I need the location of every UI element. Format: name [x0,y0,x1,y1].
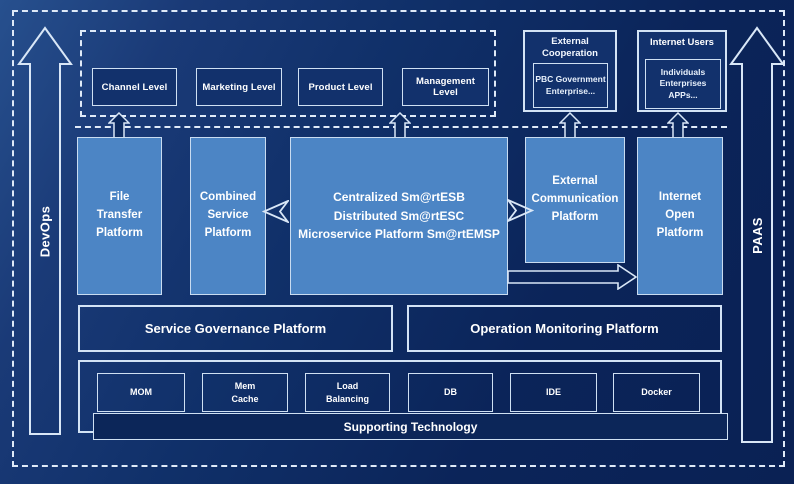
up-arrow-icon [559,112,581,139]
tech-box-mom: MOM [97,373,185,412]
devops-label: DevOps [37,205,53,257]
external-cooperation-box: External Cooperation PBC Government Ente… [523,30,617,112]
up-arrow-outline-icon [729,26,785,443]
external-communication-platform-label: External Communication Platform [531,175,619,223]
tech-box-mom-label: MOM [130,387,152,398]
file-transfer-platform-box: File Transfer Platform [77,137,162,295]
tech-box-load-balancing-label: Load Balancing [325,381,369,404]
tech-box-load-balancing: Load Balancing [305,373,390,412]
chevron-left-icon [262,200,289,223]
internet-users-members-box: Individuals Enterprises APPs... [645,59,721,109]
operation-monitoring-platform-box: Operation Monitoring Platform [407,305,722,352]
internet-users-box: Internet Users Individuals Enterprises A… [637,30,727,112]
paas-arrow: PAAS [729,26,785,444]
flow-arrow-right-icon [507,264,638,290]
file-transfer-platform-label: File Transfer Platform [96,191,143,239]
channel-level-label: Channel Level [101,81,168,93]
paas-label: PAAS [749,216,765,254]
devops-arrow: DevOps [17,26,73,436]
external-cooperation-title: External Cooperation [542,36,598,59]
tech-box-docker: Docker [613,373,700,412]
marketing-level-box: Marketing Level [196,68,282,106]
combined-service-platform-box: Combined Service Platform [190,137,266,295]
up-arrow-icon [108,112,130,139]
outer-dashed-border [12,10,785,467]
tech-box-db: DB [408,373,493,412]
central-esb-platform-label: Centralized Sm@rtESB Distributed Sm@rtES… [298,190,500,242]
internet-users-members: Individuals Enterprises APPs... [659,67,707,100]
internet-open-platform-label: Internet Open Platform [656,191,704,239]
chevron-right-icon [507,199,534,222]
central-esb-platform-box: Centralized Sm@rtESB Distributed Sm@rtES… [290,137,508,295]
up-arrow-outline-icon [17,26,73,435]
tech-box-mem-cache: Mem Cache [202,373,288,412]
internet-users-title: Internet Users [650,37,714,48]
channel-level-box: Channel Level [92,68,177,106]
up-arrow-icon [389,112,411,139]
management-level-label: Management Level [415,76,476,98]
tech-box-ide: IDE [510,373,597,412]
operation-monitoring-platform-label: Operation Monitoring Platform [470,321,659,336]
tech-box-docker-label: Docker [641,387,672,398]
supporting-technology-bar: Supporting Technology [93,413,728,440]
tech-box-db-label: DB [444,387,457,398]
up-arrow-icon [667,112,689,139]
external-cooperation-members: PBC Government Enterprise... [535,74,606,96]
tech-box-mem-cache-label: Mem Cache [231,381,259,404]
service-governance-platform-label: Service Governance Platform [144,321,327,336]
marketing-level-label: Marketing Level [202,81,276,93]
combined-service-platform-label: Combined Service Platform [199,191,257,239]
product-level-box: Product Level [298,68,383,106]
service-governance-platform-box: Service Governance Platform [78,305,393,352]
product-level-label: Product Level [308,81,373,93]
front-levels-group [80,30,496,117]
external-cooperation-members-box: PBC Government Enterprise... [533,63,608,108]
external-communication-platform-box: External Communication Platform [525,137,625,263]
management-level-box: Management Level [402,68,489,106]
supporting-technology-label: Supporting Technology [343,419,478,434]
internet-open-platform-box: Internet Open Platform [637,137,723,295]
tech-box-ide-label: IDE [545,387,561,398]
